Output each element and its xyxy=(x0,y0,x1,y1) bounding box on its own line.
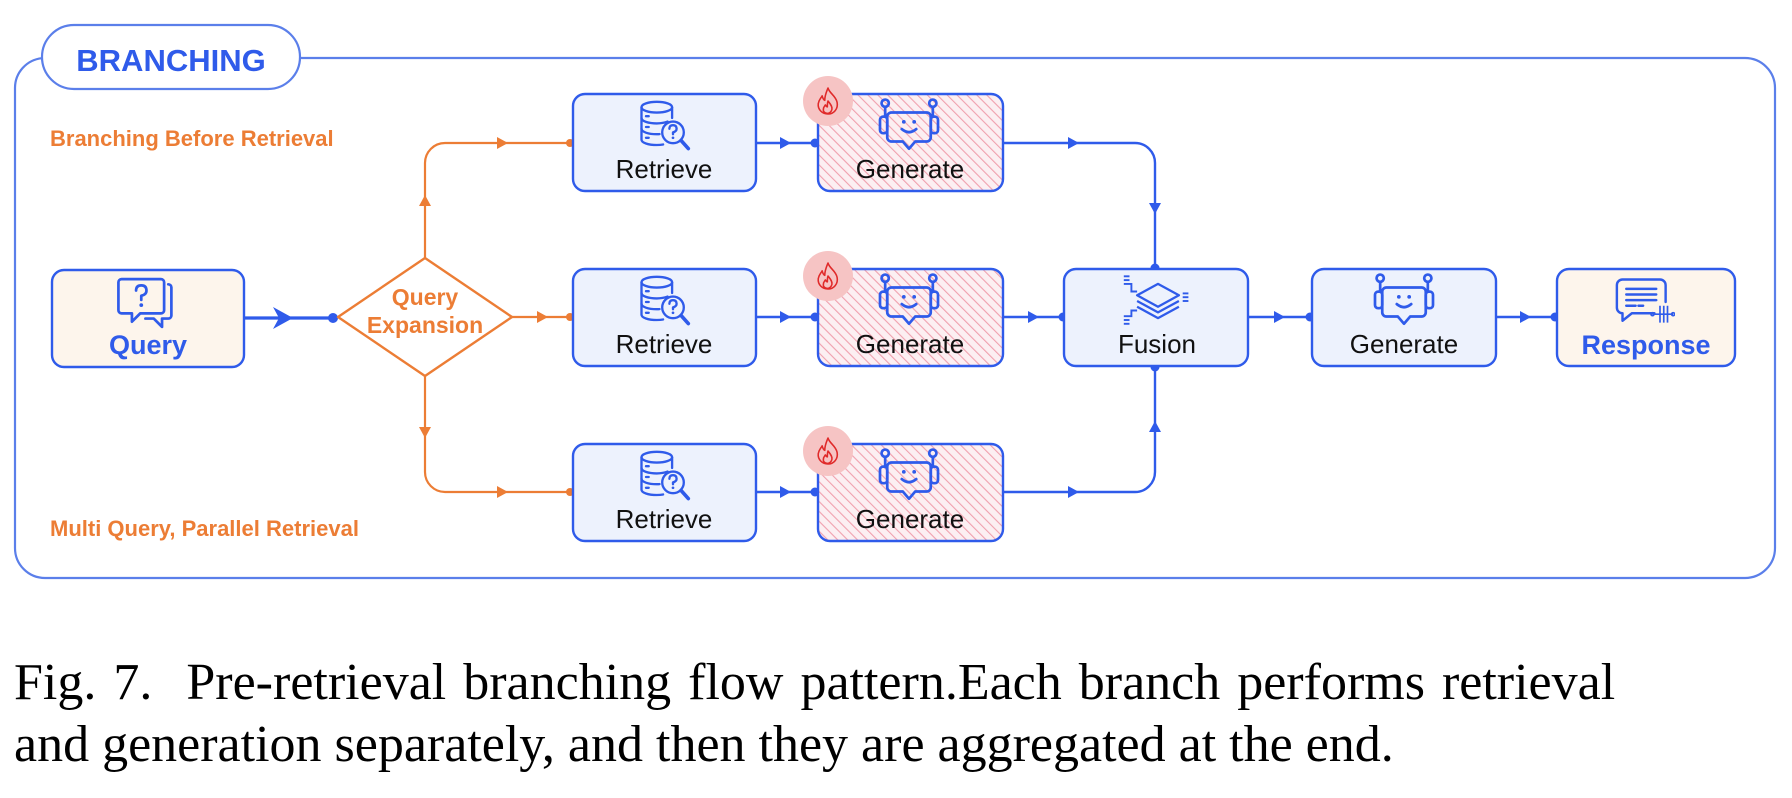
figure-caption: Fig. 7. Pre-retrieval branching flow pat… xyxy=(14,652,1778,776)
trainable-badge xyxy=(803,251,853,301)
generate-node[interactable]: Generate xyxy=(816,442,1005,543)
query-node[interactable]: Query xyxy=(50,268,246,369)
frame-border xyxy=(13,56,1777,580)
frame-title: BRANCHING xyxy=(76,43,265,78)
query-label: Query xyxy=(109,330,187,360)
query-expansion-node[interactable]: Query Expansion xyxy=(336,256,514,378)
fusion-label: Fusion xyxy=(1118,329,1196,359)
branch-1: Retrieve Generate xyxy=(571,76,1005,193)
expansion-label-1: Query xyxy=(392,284,459,310)
branching-diagram: BRANCHING Branching Before Retrieval Mul… xyxy=(13,23,1777,580)
retrieve-label: Retrieve xyxy=(616,154,713,184)
arrow-icon xyxy=(273,307,293,329)
generate-label: Generate xyxy=(856,154,964,184)
trainable-badge xyxy=(803,426,853,476)
response-node[interactable]: Response xyxy=(1555,267,1737,368)
trainable-badge xyxy=(803,76,853,126)
frame-title-pill xyxy=(40,23,302,91)
retrieve-node[interactable]: Retrieve xyxy=(571,92,758,193)
retrieve-node[interactable]: Retrieve xyxy=(571,267,758,368)
generate-node[interactable]: Generate xyxy=(816,267,1005,368)
expansion-label-2: Expansion xyxy=(367,312,483,338)
final-generate-label: Generate xyxy=(1350,329,1458,359)
label-branching-before-retrieval: Branching Before Retrieval xyxy=(50,126,334,151)
generate-label: Generate xyxy=(856,504,964,534)
label-multi-query-parallel: Multi Query, Parallel Retrieval xyxy=(50,516,359,541)
final-generate-node[interactable]: Generate xyxy=(1310,267,1498,368)
retrieve-node[interactable]: Retrieve xyxy=(571,442,758,543)
retrieve-label: Retrieve xyxy=(616,504,713,534)
generate-node[interactable]: Generate xyxy=(816,92,1005,193)
branch-2: Retrieve Generate xyxy=(571,251,1005,368)
fusion-node[interactable]: Fusion xyxy=(1062,267,1250,368)
branch-3: Retrieve Generate xyxy=(571,426,1005,543)
caption-line-1: Fig. 7. Pre-retrieval branching flow pat… xyxy=(14,654,1616,711)
retrieve-label: Retrieve xyxy=(616,329,713,359)
caption-line-2: and generation separately, and then they… xyxy=(14,716,1394,773)
response-label: Response xyxy=(1581,330,1710,360)
generate-label: Generate xyxy=(856,329,964,359)
